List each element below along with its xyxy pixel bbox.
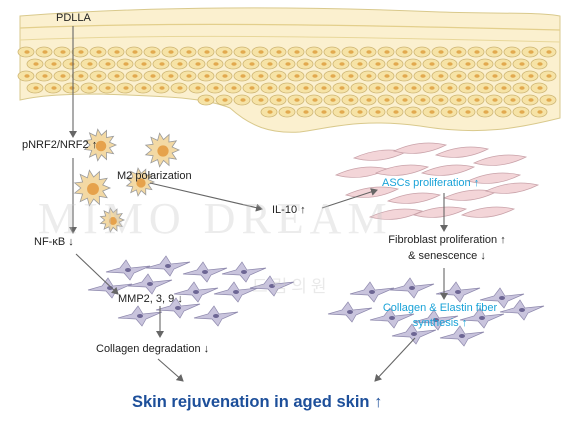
arrow-degradation-to-result xyxy=(157,358,184,382)
arrow-synthesis-to-result xyxy=(374,337,416,382)
label-m2-polarization: M2 polarization xyxy=(117,170,192,182)
arrow-m2-to-il10 xyxy=(149,182,263,212)
fibroblast-cell-icon xyxy=(87,255,295,327)
label-il10: IL-10 ↑ xyxy=(272,204,306,216)
up-arrow-icon: ↑ xyxy=(91,139,98,151)
watermark-latin: MIMO DREAM xyxy=(38,194,393,243)
watermark-korean: 드림의원 xyxy=(252,277,331,296)
page-title: Skin rejuvenation in aged skin ↑ xyxy=(132,393,383,411)
macrophage-cell-icon xyxy=(73,128,181,233)
down-arrow-icon: ↓ xyxy=(68,236,74,248)
fibroblast-cell-icon xyxy=(327,277,545,347)
up-arrow-icon: ↑ xyxy=(500,234,506,246)
arrow-nfkb-to-mmp xyxy=(75,253,119,295)
down-arrow-icon: ↓ xyxy=(177,293,183,305)
label-mmp: MMP2, 3, 9 ↓ xyxy=(118,293,183,305)
up-arrow-icon: ↑ xyxy=(461,317,468,329)
label-nfkb: NF-κB ↓ xyxy=(34,236,74,248)
down-arrow-icon: ↓ xyxy=(203,343,210,355)
label-ascs-proliferation: ASCs proliferation ↑ xyxy=(382,177,480,189)
skin-cell-layer xyxy=(17,46,557,118)
skin-tissue-illustration xyxy=(17,7,561,133)
down-arrow-icon: ↓ xyxy=(480,250,486,262)
arrow-il10-to-ascs xyxy=(321,188,378,209)
up-arrow-icon: ↑ xyxy=(300,204,306,216)
label-collagen-degradation: Collagen degradation ↓ xyxy=(96,343,210,355)
label-pnrf2: pNRF2/NRF2 ↑ xyxy=(22,139,98,151)
up-arrow-icon: ↑ xyxy=(374,393,383,411)
up-arrow-icon: ↑ xyxy=(473,177,480,189)
label-pdlla: PDLLA xyxy=(56,12,91,24)
label-collagen-elastin-synthesis: Collagen & Elastin fiber synthesis ↑ xyxy=(382,302,498,329)
label-fibroblast: Fibroblast proliferation ↑ & senescence … xyxy=(388,234,506,262)
arrows xyxy=(69,26,448,382)
